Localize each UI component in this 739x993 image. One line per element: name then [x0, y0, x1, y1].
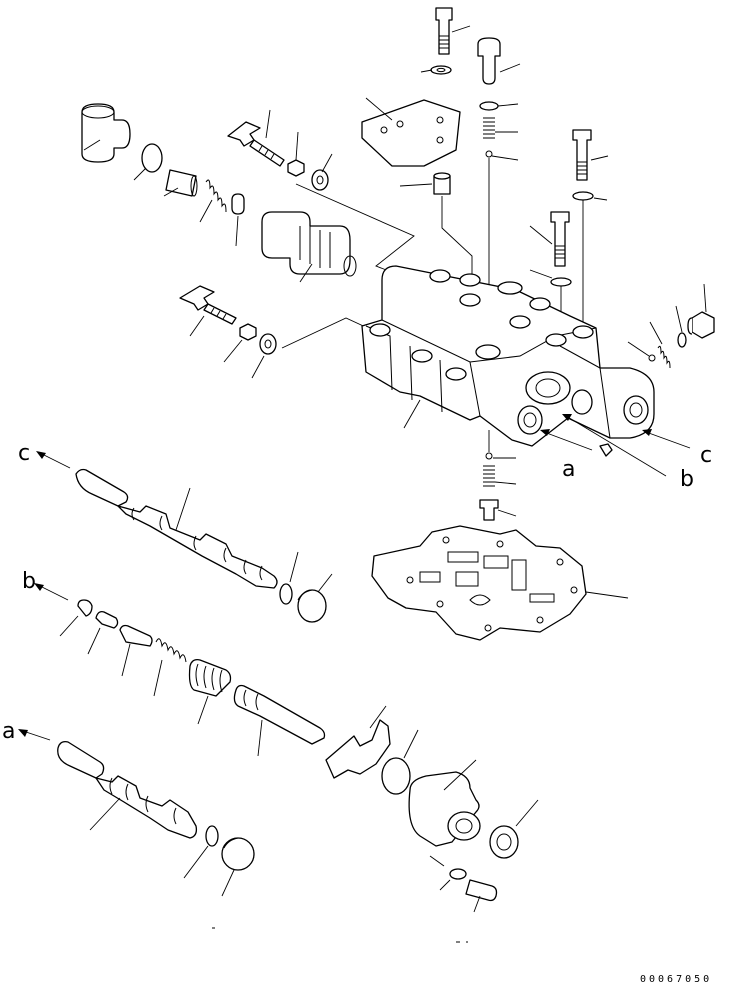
servo-housing	[408, 759, 481, 847]
spool-c	[36, 451, 278, 589]
small-spring	[199, 179, 227, 223]
image-code: 00067050	[640, 974, 713, 985]
callout-b-right: b	[680, 467, 694, 492]
nut-mid	[223, 323, 257, 363]
plug-spring	[483, 117, 519, 161]
callout-c-right: c	[700, 443, 712, 468]
spool-b	[34, 583, 232, 725]
nut-top	[287, 131, 305, 177]
spool-c-oring	[279, 551, 299, 605]
spool-c-plug	[297, 573, 333, 623]
valve-spool-top	[261, 211, 357, 283]
fork-oring	[381, 729, 419, 795]
spool-a	[18, 729, 198, 839]
body-arrows	[540, 414, 691, 477]
servo-plug	[489, 799, 539, 859]
callout-a-left: a	[2, 719, 15, 744]
top-bolt	[435, 7, 471, 55]
washer-top	[311, 153, 333, 191]
small-collar	[231, 193, 245, 247]
washer-mid	[251, 333, 277, 379]
right-end-parts	[627, 283, 715, 369]
lower-check-parts	[479, 430, 517, 521]
plug-ring	[133, 143, 163, 181]
right-bolt-1	[572, 129, 609, 201]
top-washer	[420, 65, 452, 75]
callout-a-right: a	[562, 457, 575, 482]
small-sleeve	[399, 172, 451, 195]
shift-fork	[325, 705, 391, 779]
clip-bolt-top	[227, 109, 285, 167]
separator-plate	[371, 525, 629, 641]
right-bolt-2	[529, 211, 572, 287]
callout-b-left: b	[22, 569, 36, 594]
clip-bolt-mid	[179, 285, 237, 337]
callout-c-left: c	[18, 441, 30, 466]
servo-bolt	[429, 855, 498, 913]
spool-a-oring	[183, 825, 219, 879]
cover-plate	[361, 97, 461, 167]
large-plug	[81, 103, 131, 163]
valve-body	[361, 265, 655, 447]
valve-pin	[163, 169, 198, 197]
spool-a-plug	[221, 837, 255, 897]
plug-oring	[479, 101, 519, 111]
plug-bolt	[477, 37, 521, 85]
shift-spool	[233, 684, 326, 757]
